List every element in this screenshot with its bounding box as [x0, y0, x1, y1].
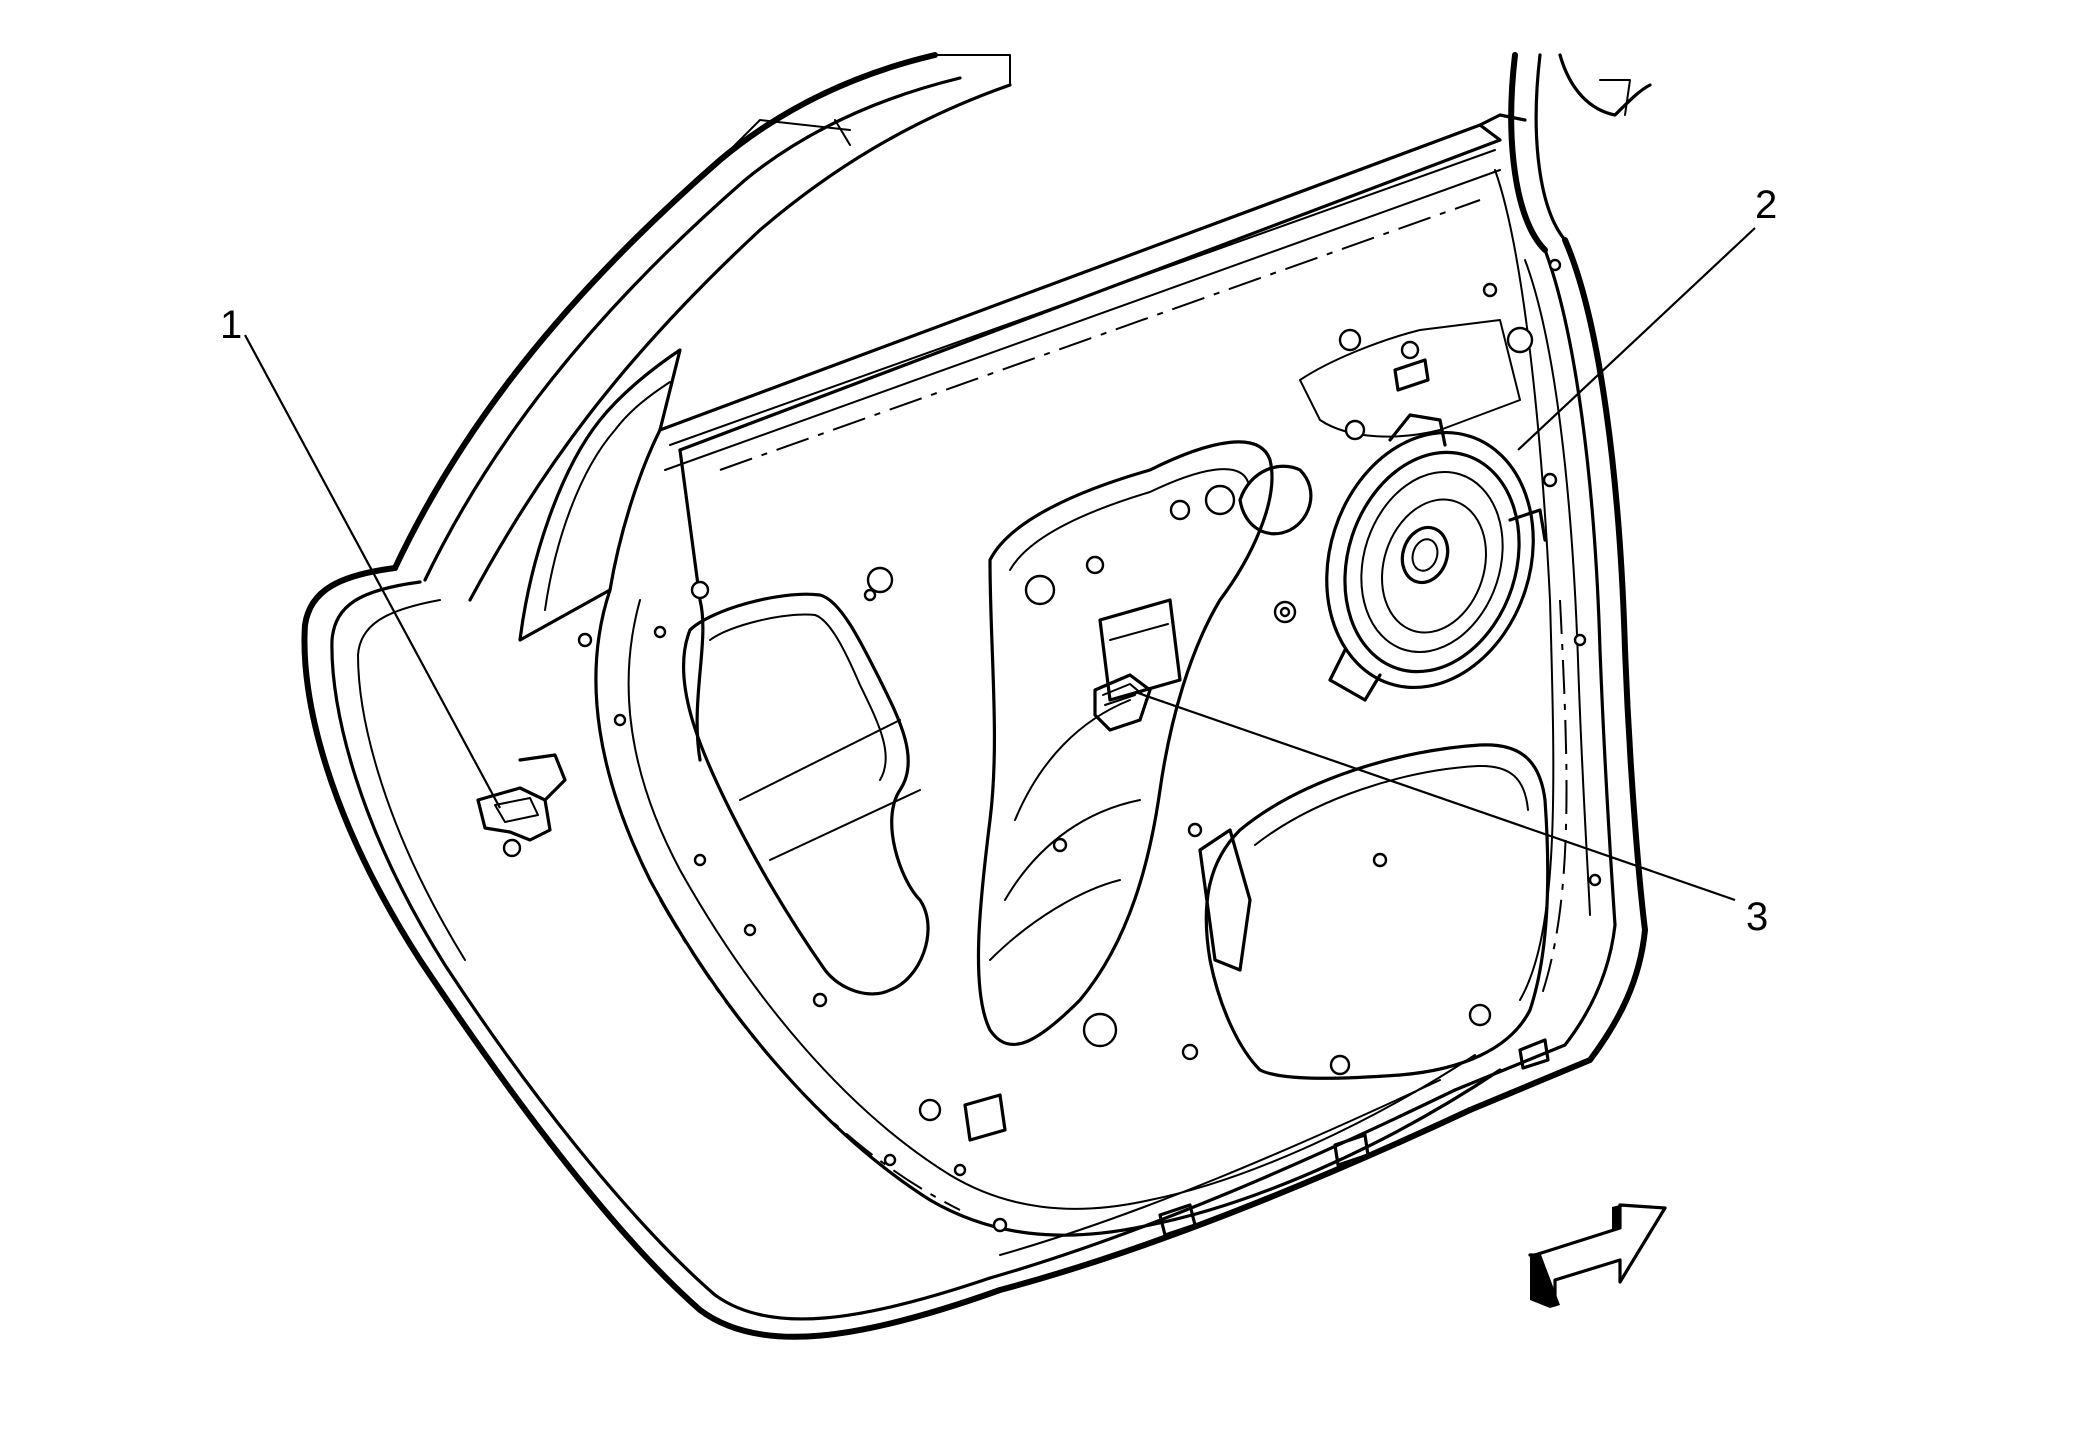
- forward-view-arrow-icon: [1528, 1203, 1667, 1308]
- door-connector: [1093, 673, 1152, 732]
- window-regulator-rail: [976, 440, 1274, 1047]
- callout-1: 1: [220, 303, 242, 347]
- mounting-holes: [577, 258, 1602, 1237]
- inner-door-panel: [594, 169, 1568, 1237]
- door-speaker: [1273, 413, 1547, 702]
- leader-line-3: [1134, 690, 1736, 902]
- leader-line-2: [1517, 227, 1756, 451]
- callout-2: 2: [1755, 183, 1777, 227]
- lower-access-opening-right: [1198, 743, 1550, 1080]
- door-lock-bracket: [476, 753, 567, 858]
- door-outer-shell: [301, 52, 1652, 1340]
- leader-line-1: [244, 334, 501, 809]
- callout-3: 3: [1746, 895, 1768, 939]
- leader-lines: [244, 227, 1756, 902]
- upper-panel-features: [1238, 319, 1521, 536]
- lower-access-opening-left: [682, 592, 930, 996]
